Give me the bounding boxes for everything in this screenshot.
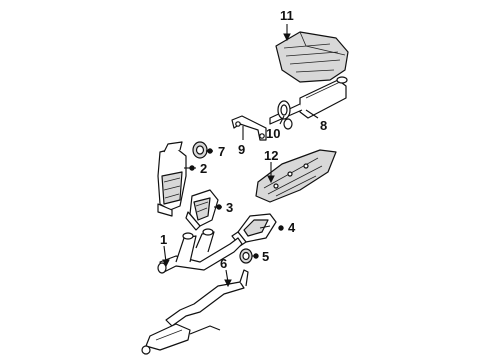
heat-shield-upper <box>275 31 349 83</box>
gasket-10 <box>277 100 293 130</box>
catalytic-converter-front <box>157 141 187 217</box>
callout-4: 4 <box>288 220 296 235</box>
heat-shield-lower <box>255 149 337 203</box>
callout-6: 6 <box>220 256 227 271</box>
callout-5: 5 <box>262 249 269 264</box>
rear-pipe-resonator <box>141 269 249 355</box>
converter-middle <box>231 213 277 247</box>
callout-11: 11 <box>280 8 294 23</box>
leader-1 <box>163 245 167 263</box>
leader-8 <box>305 109 319 119</box>
leader-4 <box>259 225 271 229</box>
callout-9: 9 <box>238 142 245 157</box>
callout-12: 12 <box>264 148 278 163</box>
leader-10 <box>279 115 285 125</box>
catalytic-converter-center <box>185 189 219 231</box>
front-pipe <box>157 228 243 274</box>
callout-8: 8 <box>320 118 327 133</box>
callout-3: 3 <box>226 200 233 215</box>
callout-10: 10 <box>266 126 280 141</box>
gasket-7 <box>192 141 208 159</box>
callout-1: 1 <box>160 232 167 247</box>
gasket-5 <box>239 248 253 264</box>
bracket-9 <box>231 115 267 141</box>
callout-2: 2 <box>200 161 207 176</box>
callout-7: 7 <box>218 144 225 159</box>
